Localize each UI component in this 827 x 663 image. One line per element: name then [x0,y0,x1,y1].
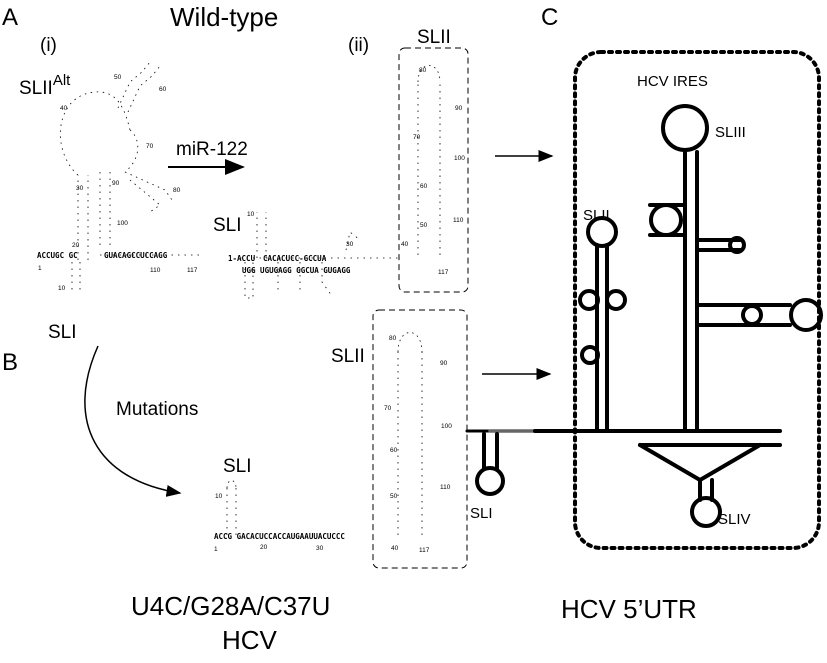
num-i-10: 10 [58,285,66,292]
panel-label-b: B [2,349,19,376]
num-ii-80: 80 [419,67,427,74]
num-ii-30: 30 [346,241,354,248]
seq-b: ACCG GACACUCCACCAUGAAUUACUCCC [214,532,345,541]
num-ii-40: 40 [401,241,409,248]
num-i-117: 117 [187,267,198,274]
num-b-30: 30 [316,545,324,552]
mir122-label: miR-122 [176,139,248,160]
num-i-80: 80 [173,187,181,194]
num-i-90: 90 [112,180,120,187]
slii-label-a: SLII [417,27,451,48]
caption-5utr: HCV 5’UTR [561,594,697,624]
num-b-70: 70 [384,405,392,412]
panel-a-title: Wild-type [170,2,279,32]
sliv-label: SLIV [718,511,751,528]
num-i-20: 20 [72,242,80,249]
seq-ii-mid: CACACUCC-GCCUA [263,254,327,263]
sli-label-c: SLI [470,505,493,522]
num-i-100: 100 [117,220,128,227]
num-ii-10: 10 [247,211,255,218]
num-b-90: 90 [440,360,448,367]
num-i-60: 60 [159,86,167,93]
num-b-110: 110 [440,484,451,491]
num-b-80: 80 [389,335,397,342]
num-i-110: 110 [150,267,161,274]
num-ii-110: 110 [453,217,464,224]
sublabel-ii: (ii) [348,35,370,56]
slii-alt-text: SLII [19,78,53,99]
num-b-100: 100 [441,423,452,430]
ires-box [573,50,821,550]
num-i-50: 50 [114,74,122,81]
num-ii-60: 60 [420,183,428,190]
num-b-40: 40 [391,545,399,552]
num-b-20: 20 [260,544,268,551]
hcv-ires-label: HCV IRES [637,73,708,90]
panel-label-c: C [541,4,559,31]
slii-label-b: SLII [331,346,365,367]
num-b-60: 60 [390,447,398,454]
caption-hcv: HCV [222,625,277,655]
slii-box-b [372,309,468,569]
num-i-40: 40 [60,105,68,112]
hcv-5utr-structure [465,104,823,528]
sli-label-a: SLI [213,215,242,236]
sli-left-label: SLI [48,322,77,343]
seq-ii-top: 1-ACCU [228,254,256,263]
num-b-50: 50 [390,493,398,500]
slii-alt-structure [59,61,200,290]
num-i-1: 1 [38,265,42,272]
sliii-label: SLIII [715,124,746,141]
num-ii-100: 100 [454,155,465,162]
num-ii-70: 70 [413,134,421,141]
slii-alt-superscript: Alt [52,72,71,89]
num-ii-90: 90 [455,105,463,112]
mutations-arrow [84,345,182,497]
sli-label-b: SLI [223,456,252,477]
seq-ii-bot: UGG UGUGAGG GGCUA GUGAGG [242,266,351,275]
slii-alt-label: SLIIAlt [19,73,70,99]
slii-box-a [398,47,469,293]
num-b-10: 10 [215,493,223,500]
sublabel-i: (i) [40,35,57,56]
panel-label-a: A [2,4,19,31]
num-b-1: 1 [214,546,218,553]
num-i-30: 30 [76,185,84,192]
num-ii-50: 50 [420,222,428,229]
num-i-70: 70 [146,143,154,150]
num-ii-117: 117 [438,269,449,276]
sli-slii-structure-a [240,65,441,299]
caption-mutant: U4C/G28A/C37U [131,591,331,621]
num-b-117: 117 [419,547,430,554]
seq-i-top: ACCUGC GC [37,251,78,260]
mutations-label: Mutations [116,399,199,420]
mutant-structure [226,332,423,535]
seq-i-right: GUACAGCCUCCAGG [104,251,168,260]
slii-label-c: SLII [583,207,610,224]
